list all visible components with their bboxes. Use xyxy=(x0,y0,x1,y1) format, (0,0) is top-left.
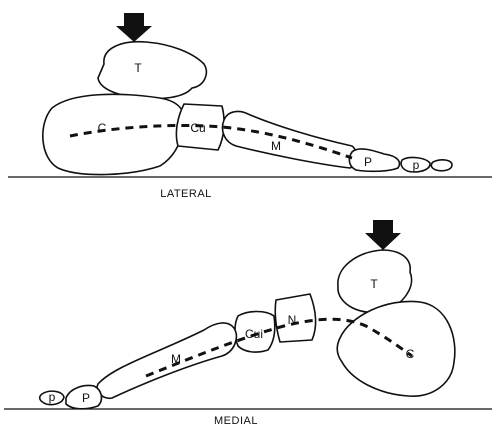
lateral-metatarsal-label: M xyxy=(271,139,281,153)
medial-cuneiform-label: Cui xyxy=(245,327,263,341)
medial-metatarsal-bone xyxy=(97,323,236,398)
medial-metatarsal-label: M xyxy=(171,352,181,366)
medial-caption: MEDIAL xyxy=(214,415,258,427)
medial-talus-label: T xyxy=(370,277,378,291)
lateral-load-arrow xyxy=(116,13,152,42)
lateral-view: T C Cu M P p LATERAL xyxy=(8,13,492,200)
lateral-calcaneus-bone xyxy=(43,94,184,174)
lateral-distal-phalanx-tip-bone xyxy=(431,160,452,171)
medial-view: T C N Cui M P p MEDIAL xyxy=(4,220,492,427)
lateral-metatarsal-bone xyxy=(223,112,357,168)
medial-calcaneus-label: C xyxy=(406,347,415,361)
medial-load-arrow xyxy=(365,220,401,250)
medial-distal-phalanx-label: p xyxy=(49,390,56,404)
medial-navicular-label: N xyxy=(288,313,297,327)
lateral-proximal-phalanx-label: P xyxy=(364,155,372,169)
medial-proximal-phalanx-label: P xyxy=(82,391,90,405)
lateral-talus-label: T xyxy=(134,61,142,75)
medial-calcaneus-bone xyxy=(337,301,455,396)
lateral-caption: LATERAL xyxy=(160,188,212,200)
lateral-distal-phalanx-label: p xyxy=(413,158,420,172)
lateral-proximal-phalanx-bone xyxy=(349,149,399,171)
lateral-cuboid-label: Cu xyxy=(190,121,205,135)
lateral-calcaneus-label: C xyxy=(98,121,107,135)
lateral-talus-bone xyxy=(98,42,206,99)
